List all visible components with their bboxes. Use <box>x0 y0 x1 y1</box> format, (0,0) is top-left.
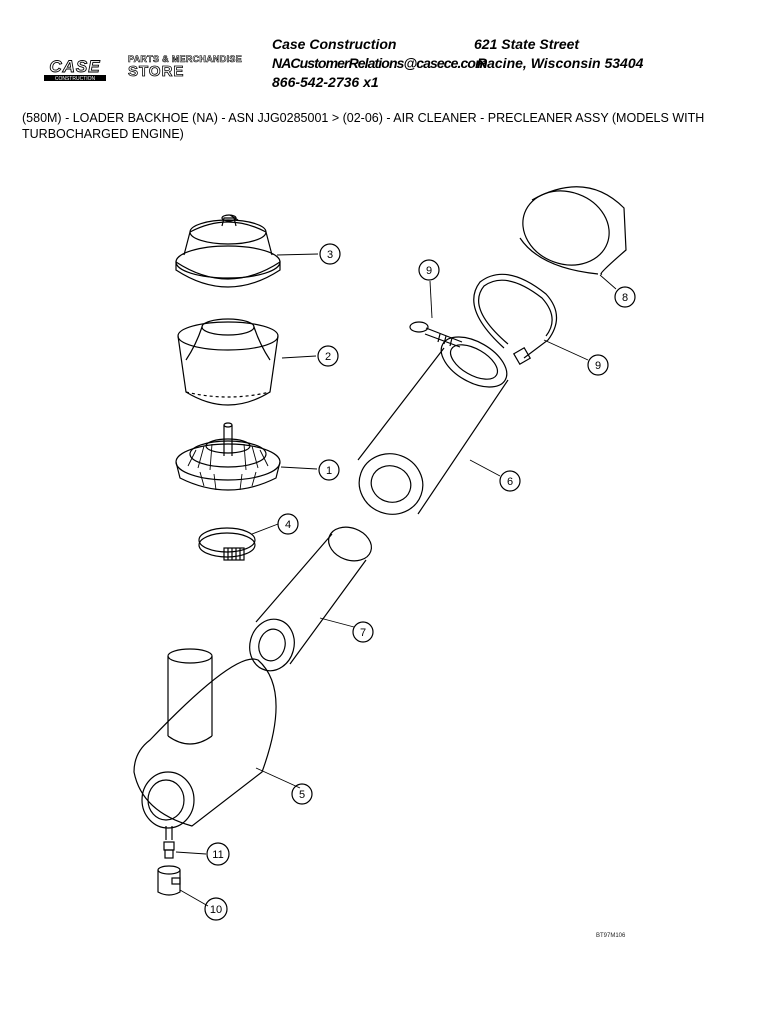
part-bolt <box>409 321 463 348</box>
svg-text:10: 10 <box>210 904 222 916</box>
callout-9-clamp: 9 <box>587 354 609 376</box>
part-secondary-filter <box>249 526 372 672</box>
svg-text:3: 3 <box>327 249 333 261</box>
callout-5: 5 <box>291 783 313 805</box>
svg-text:9: 9 <box>426 265 432 277</box>
svg-text:5: 5 <box>299 789 305 801</box>
callout-9-bolt: 9 <box>418 259 440 281</box>
part-precleaner-cap <box>175 214 281 288</box>
email-link[interactable]: NACustomerRelations@casece.com <box>272 55 488 71</box>
callout-11: 11 <box>206 842 230 866</box>
svg-text:2: 2 <box>325 351 331 363</box>
svg-text:6: 6 <box>507 476 513 488</box>
svg-text:CASE: CASE <box>49 57 100 76</box>
part-primary-filter <box>357 336 509 515</box>
svg-text:8: 8 <box>622 292 628 304</box>
street-address: 621 State Street <box>474 36 580 52</box>
parts-store-logo: PARTS & MERCHANDISE STORE <box>128 54 248 82</box>
part-fitting <box>163 841 175 859</box>
callout-8: 8 <box>614 286 636 308</box>
part-precleaner-bowl <box>177 318 279 406</box>
part-vane-assembly <box>175 422 281 491</box>
svg-text:7: 7 <box>360 627 366 639</box>
part-band-clamp <box>473 273 558 366</box>
callout-3: 3 <box>319 243 341 265</box>
svg-text:9: 9 <box>595 360 601 372</box>
callout-10: 10 <box>204 897 228 921</box>
leader-lines <box>175 253 617 907</box>
svg-text:CONSTRUCTION: CONSTRUCTION <box>55 76 96 82</box>
callout-6: 6 <box>499 470 521 492</box>
part-sleeve <box>519 186 627 275</box>
part-filter-housing <box>133 648 277 840</box>
part-hose-clamp <box>198 527 256 561</box>
case-logo: CASE CONSTRUCTION <box>41 56 109 82</box>
company-name: Case Construction <box>272 36 397 52</box>
callout-2: 2 <box>317 345 339 367</box>
drawing-reference: BT97M106 <box>596 933 626 939</box>
callout-1: 1 <box>318 459 340 481</box>
city-address: Racine, Wisconsin 53404 <box>477 55 644 71</box>
store-name: STORE <box>128 63 185 81</box>
svg-text:11: 11 <box>212 849 223 861</box>
page-title: (580M) - LOADER BACKHOE (NA) - ASN JJG02… <box>22 111 705 141</box>
part-valve <box>157 865 181 896</box>
svg-text:1: 1 <box>326 465 332 477</box>
callout-4: 4 <box>277 513 299 535</box>
store-tagline: PARTS & MERCHANDISE <box>128 54 243 65</box>
svg-text:4: 4 <box>285 519 291 531</box>
phone-number: 866-542-2736 x1 <box>272 74 379 90</box>
callout-7: 7 <box>352 621 374 643</box>
